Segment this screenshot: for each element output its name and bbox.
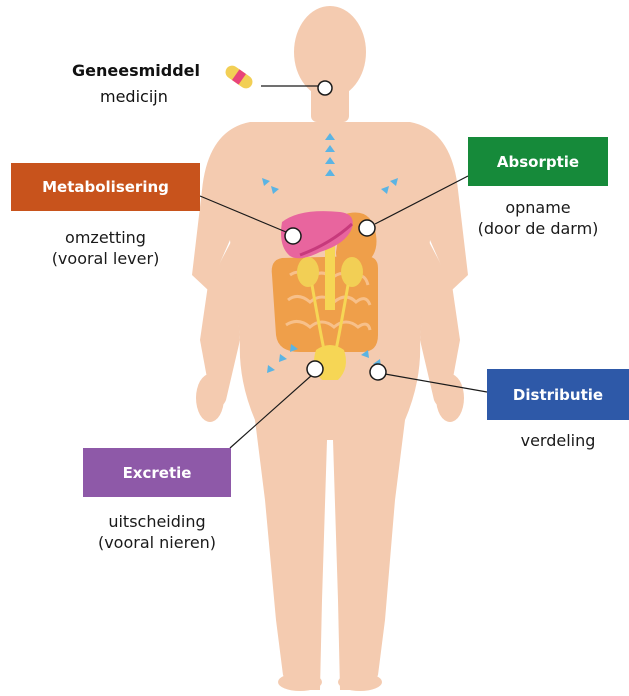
absorptie-desc-line-2: (door de darm) (448, 218, 628, 239)
excretie-desc-line-1: uitscheiding (73, 511, 241, 532)
absorptie-desc: opname (door de darm) (448, 197, 628, 239)
absorptie-desc-line-1: opname (448, 197, 628, 218)
distributie-desc: verdeling (487, 430, 629, 451)
excretie-label: Excretie (83, 448, 231, 497)
marker-distribution (370, 364, 386, 380)
metabolisering-label: Metabolisering (11, 163, 200, 211)
excretie-desc: uitscheiding (vooral nieren) (73, 511, 241, 553)
kidney-left (297, 257, 319, 287)
distributie-label: Distributie (487, 369, 629, 420)
absorptie-label: Absorptie (468, 137, 608, 186)
kidney-right (341, 257, 363, 287)
metabolisering-desc: omzetting (vooral lever) (11, 227, 200, 269)
excretie-desc-line-2: (vooral nieren) (73, 532, 241, 553)
marker-drug (318, 81, 332, 95)
metabolisering-desc-line-1: omzetting (11, 227, 200, 248)
marker-liver (285, 228, 301, 244)
marker-bladder (307, 361, 323, 377)
drug-title: Geneesmiddel (72, 61, 200, 80)
marker-stomach (359, 220, 375, 236)
metabolisering-desc-line-2: (vooral lever) (11, 248, 200, 269)
drug-subtitle: medicijn (100, 87, 168, 106)
capsule-icon (223, 63, 255, 91)
distributie-desc-line-1: verdeling (487, 430, 629, 451)
